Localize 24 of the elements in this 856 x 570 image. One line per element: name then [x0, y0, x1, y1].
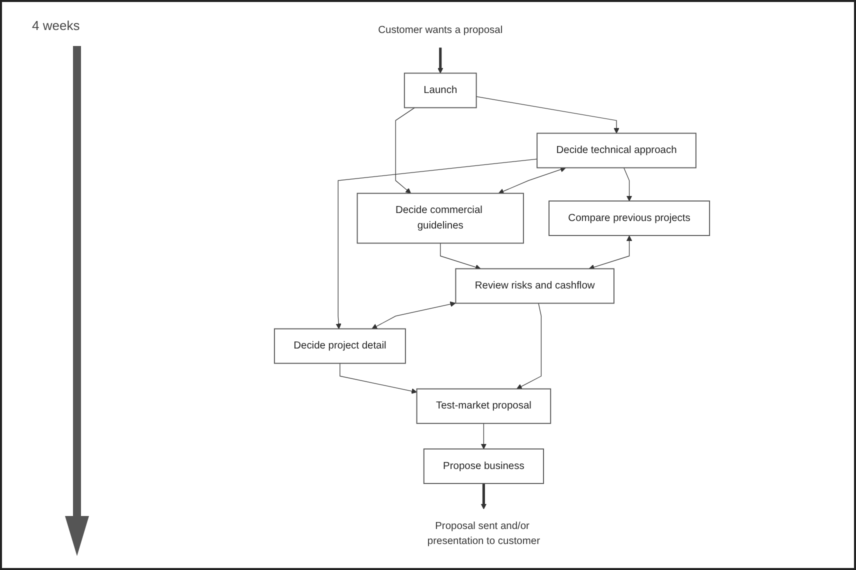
- arrow: [588, 236, 632, 270]
- node-box: Review risks and cashflow: [455, 268, 614, 304]
- arrow: [480, 423, 486, 450]
- duration-label: 4 weeks: [32, 18, 80, 33]
- node-box: Launch: [404, 72, 477, 108]
- arrow: [340, 363, 418, 394]
- arrow: [516, 302, 542, 390]
- arrow: [440, 242, 481, 270]
- arrow: [395, 107, 415, 194]
- node-box: Decide commercial guidelines: [356, 192, 524, 244]
- arrow: [624, 167, 632, 202]
- arrow: [336, 158, 538, 330]
- node-box: Compare previous projects: [548, 200, 710, 236]
- arrow: [372, 301, 456, 330]
- node-box: Propose business: [423, 448, 544, 484]
- arrow: [438, 48, 444, 74]
- node-box: Decide project detail: [274, 328, 406, 364]
- arrow: [498, 166, 566, 194]
- arrow: [480, 483, 486, 510]
- node-box: Test-market proposal: [416, 388, 552, 424]
- node-text: Proposal sent and/or presentation to customer: [427, 520, 540, 547]
- node-text: Customer wants a proposal: [378, 24, 503, 36]
- arrow: [476, 96, 620, 134]
- node-box: Decide technical approach: [536, 132, 696, 168]
